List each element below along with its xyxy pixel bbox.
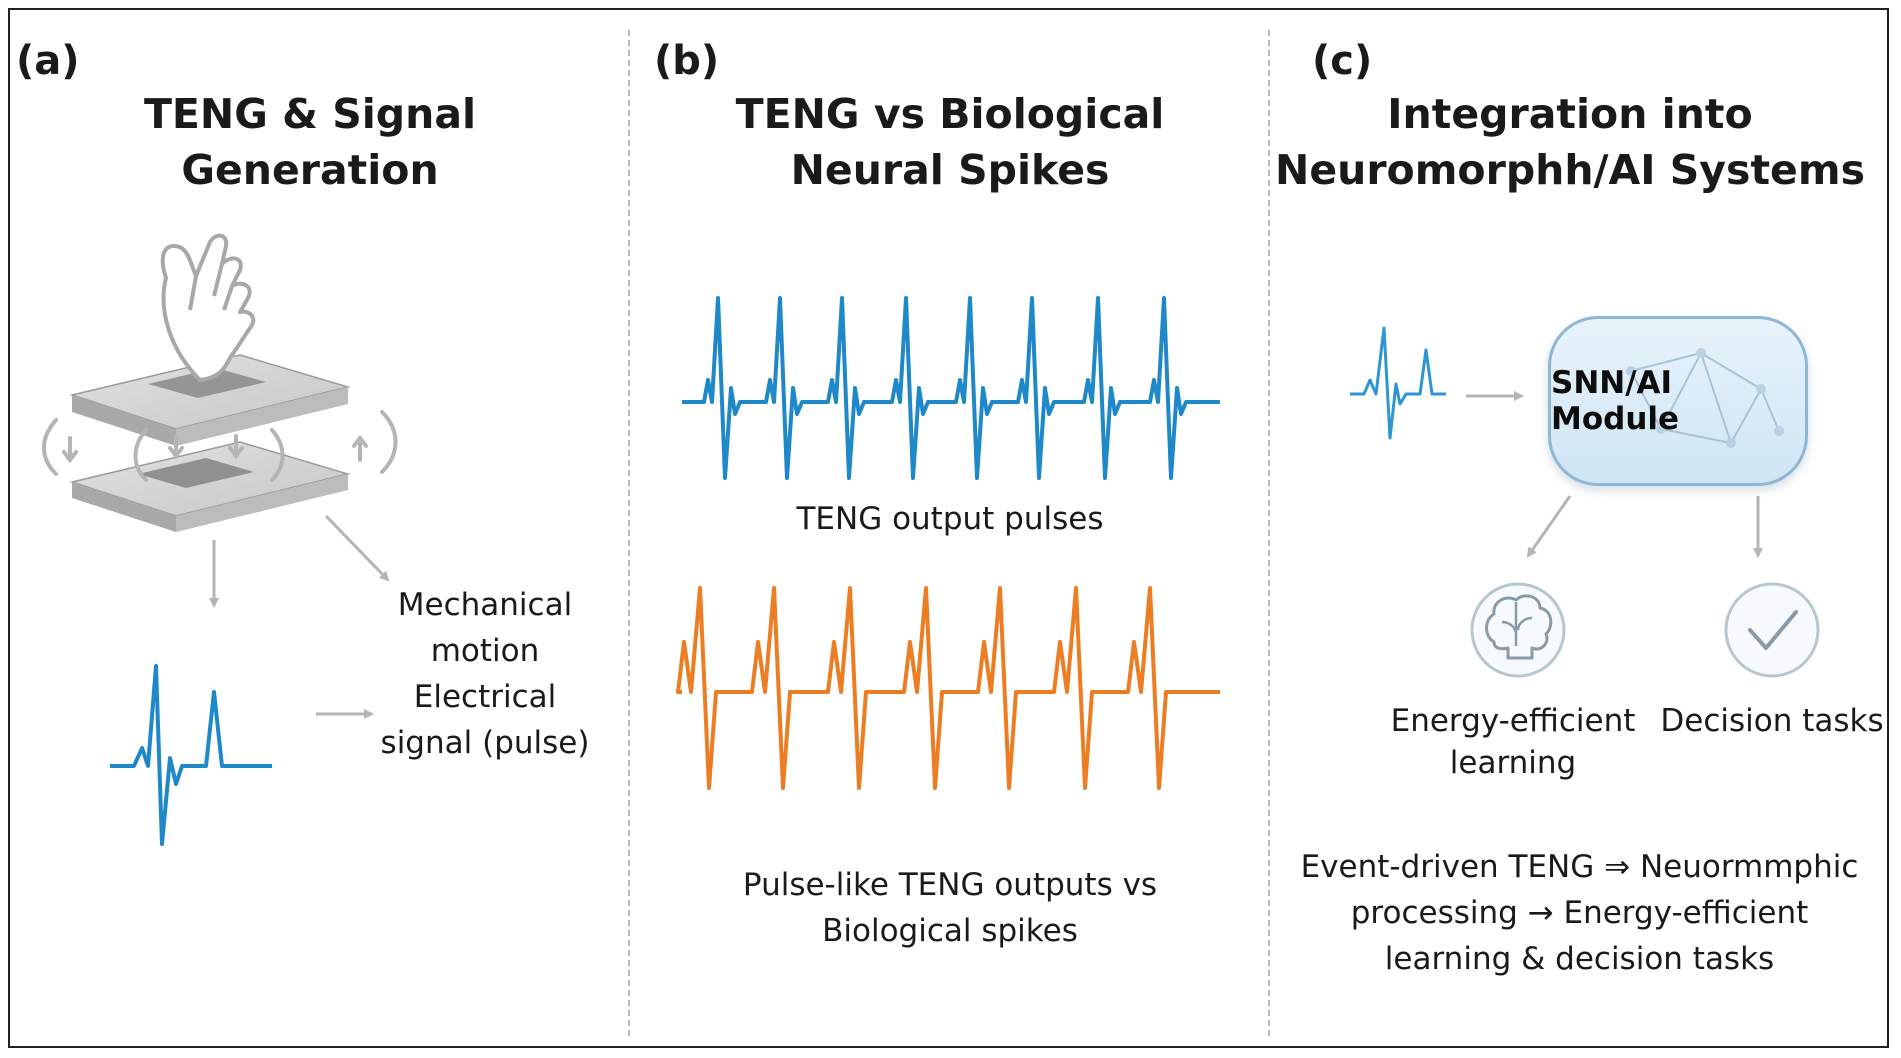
panel-b-graphics [676, 296, 1220, 790]
panel-b: (b) TENG vs Biological Neural Spikes TEN… [630, 10, 1270, 1046]
arrow-diagonal-icon [324, 514, 390, 582]
panel-c: (c) Integration into Neuromorphh/AI Syst… [1270, 10, 1889, 1046]
panel-a-caption-line-2: motion [430, 633, 540, 669]
panel-b-title-line-1: TENG vs Biological [735, 90, 1165, 138]
hand-icon [160, 233, 256, 382]
panel-b-caption-line-2: Biological spikes [822, 913, 1078, 949]
panel-c-tag: (c) [1312, 38, 1373, 84]
panel-a-caption-line-4: signal (pulse) [380, 725, 590, 761]
panel-b-caption: Pulse-like TENG outputs vs Biological sp… [630, 862, 1270, 954]
panel-a-title-line-2: Generation [181, 146, 439, 194]
output-decision-tasks: Decision tasks [1652, 700, 1892, 742]
teng-lower-plate [69, 441, 351, 532]
output-1-line-1: Energy-efficient [1390, 703, 1636, 739]
input-pulse-icon [1350, 326, 1446, 440]
network-graph-icon [1626, 348, 1784, 448]
panel-c-summary: Event-driven TENG ⇒ Neuormmphic processi… [1270, 844, 1889, 982]
figure-frame: (a) TENG & Signal Generation [8, 8, 1889, 1048]
snn-ai-module: SNN/AI Module [1548, 316, 1808, 486]
panel-a-graphics [42, 233, 398, 846]
biological-spike-wave [676, 586, 1220, 790]
snn-ai-module-label: SNN/AI Module [1551, 365, 1680, 437]
panel-b-title: TENG vs Biological Neural Spikes [630, 86, 1270, 198]
panel-a-caption-line-3: Electrical [413, 679, 557, 715]
output-energy-efficient-learning: Energy-efficient learning [1378, 700, 1648, 784]
teng-output-wave [682, 296, 1220, 480]
checkmark-icon [1724, 582, 1820, 678]
panel-c-graphics [1350, 326, 1820, 678]
teng-output-label: TENG output pulses [796, 501, 1104, 537]
panel-divider-bc [1268, 30, 1270, 1036]
panel-divider-ab [628, 30, 630, 1036]
panel-a-caption-line-1: Mechanical [397, 587, 573, 623]
pulse-signal-icon [110, 664, 272, 846]
brain-icon [1470, 582, 1566, 678]
panel-c-title-line-1: Integration into [1387, 90, 1753, 138]
panel-a-tag: (a) [16, 38, 80, 84]
panel-a: (a) TENG & Signal Generation [10, 10, 630, 1046]
summary-line-2: processing → Energy-efficient [1350, 895, 1809, 931]
panel-a-caption: Mechanical motion Electrical signal (pul… [350, 582, 620, 766]
output-1-line-2: learning [1449, 745, 1577, 781]
summary-line-1: Event-driven TENG ⇒ Neuormmphic [1300, 849, 1859, 885]
summary-line-3: learning & decision tasks [1384, 941, 1775, 977]
motion-brackets [42, 410, 398, 482]
panel-a-title: TENG & Signal Generation [10, 86, 610, 198]
panel-c-title: Integration into Neuromorphh/AI Systems [1270, 86, 1870, 198]
panel-b-caption-line-1: Pulse-like TENG outputs vs [742, 867, 1158, 903]
output-2-line-1: Decision tasks [1660, 703, 1884, 739]
panel-a-title-line-1: TENG & Signal [143, 90, 477, 138]
panel-b-tag: (b) [654, 38, 720, 84]
panel-c-title-line-2: Neuromorphh/AI Systems [1275, 146, 1865, 194]
teng-layers-icon [69, 354, 351, 446]
arrow-diagonal-icon [1526, 495, 1572, 558]
panel-b-title-line-2: Neural Spikes [790, 146, 1110, 194]
